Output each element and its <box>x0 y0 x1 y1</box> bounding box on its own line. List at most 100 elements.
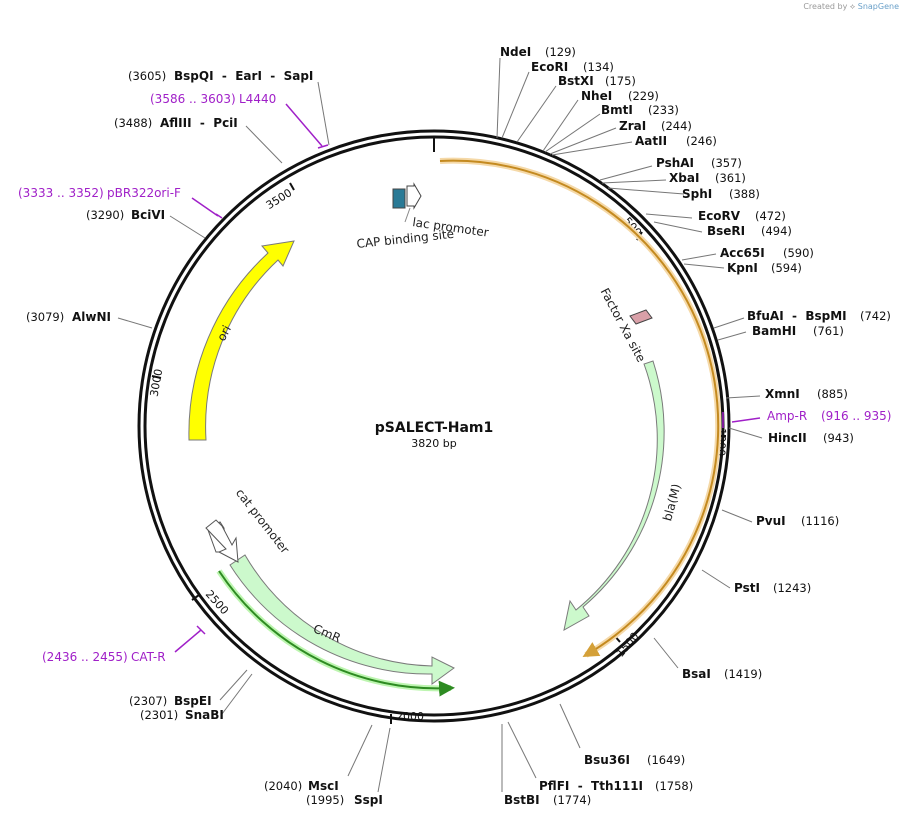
site-name: ZraI <box>619 119 646 133</box>
site-pos: (2307) <box>129 694 167 708</box>
feature-label-bla: bla(M) <box>660 482 683 522</box>
snapgene-logo-icon: ⟡ <box>849 2 856 11</box>
site-name: PflFI - Tth111I <box>539 779 643 793</box>
site-name: AflIII - PciI <box>160 116 238 130</box>
primer-name: Amp-R <box>767 409 807 423</box>
lac-leader <box>404 207 411 223</box>
site-name: BamHI <box>752 324 796 338</box>
site-name: BsaI <box>682 667 711 681</box>
site-name: PstI <box>734 581 760 595</box>
feature-ori-arrow <box>188 240 295 441</box>
site-pos: (361) <box>715 171 746 185</box>
feature-cmr-arrow <box>229 554 455 685</box>
site-pos: (590) <box>783 246 814 260</box>
site-name: PshAI <box>656 156 694 170</box>
site-name: BfuAI - BspMI <box>747 309 847 323</box>
site-name: XmnI <box>765 387 800 401</box>
backbone-outer <box>137 129 731 723</box>
site-name: PvuI <box>756 514 786 528</box>
feature-bla-arrow <box>563 360 665 631</box>
primer-marks <box>174 103 761 653</box>
primer-range: (3586 .. 3603) <box>150 92 236 106</box>
primer-labels: Amp-R (916 .. 935) (2436 .. 2455) CAT-R … <box>18 92 891 664</box>
cat-promoter-shape <box>205 519 239 563</box>
feature-label-cat-promoter: cat promoter <box>233 486 292 556</box>
site-pos: (943) <box>823 431 854 445</box>
site-pos: (3079) <box>26 310 64 324</box>
site-pos: (1758) <box>655 779 693 793</box>
site-pos: (1243) <box>773 581 811 595</box>
site-pos: (134) <box>583 60 614 74</box>
site-pos: (244) <box>661 119 692 133</box>
site-name: BstXI <box>558 74 594 88</box>
primer-name: CAT-R <box>131 650 166 664</box>
site-leaders <box>117 57 763 793</box>
feature-label-factor-xa: Factor Xa site <box>598 286 649 365</box>
site-name: AatII <box>635 134 667 148</box>
primer-name: L4440 <box>239 92 276 106</box>
site-pos: (1995) <box>306 793 344 807</box>
site-pos: (2301) <box>140 708 178 722</box>
site-name: EcoRI <box>531 60 568 74</box>
site-name: BspEI <box>174 694 212 708</box>
site-name: SnaBI <box>185 708 224 722</box>
tick-label: 2000 <box>396 710 424 723</box>
site-pos: (175) <box>605 74 636 88</box>
site-pos: (3488) <box>114 116 152 130</box>
site-name: SphI <box>682 187 712 201</box>
site-pos: (2040) <box>264 779 302 793</box>
site-name: BspQI - EarI - SapI <box>174 69 313 83</box>
site-pos: (246) <box>686 134 717 148</box>
credit-prefix: Created by <box>803 2 848 11</box>
feature-label-ori: ori <box>214 323 234 343</box>
site-pos: (3605) <box>128 69 166 83</box>
tick-label: 3000 <box>148 368 166 398</box>
feature-factor-xa-arrow <box>629 309 653 325</box>
site-name: NheI <box>581 89 612 103</box>
primer-range: (3333 .. 3352) <box>18 186 104 200</box>
orf-green-line <box>218 570 455 697</box>
primer-name: pBR322ori-F <box>107 186 181 200</box>
site-pos: (594) <box>771 261 802 275</box>
site-pos: (229) <box>628 89 659 103</box>
site-pos: (1419) <box>724 667 762 681</box>
site-labels-right: NdeI (129) EcoRI (134) BstXI (175) NheI … <box>500 45 891 807</box>
orf-orange-line <box>439 159 720 658</box>
site-name: Bsu36I <box>584 753 630 767</box>
site-pos: (1116) <box>801 514 839 528</box>
site-name: XbaI <box>669 171 699 185</box>
site-name: SspI <box>354 793 383 807</box>
site-labels-left: (1995) SspI (2040) MscI (2301) SnaBI (23… <box>26 69 383 807</box>
site-pos: (742) <box>860 309 891 323</box>
site-name: KpnI <box>727 261 758 275</box>
credit-brand: SnapGene <box>857 2 899 11</box>
site-pos: (129) <box>545 45 576 59</box>
site-pos: (761) <box>813 324 844 338</box>
plasmid-name: pSALECT-Ham1 <box>375 420 494 436</box>
snapgene-credit: Created by ⟡ SnapGene <box>803 2 899 12</box>
site-name: Acc65I <box>720 246 765 260</box>
site-name: EcoRV <box>698 209 741 223</box>
plasmid-length: 3820 bp <box>411 437 456 450</box>
site-pos: (3290) <box>86 208 124 222</box>
site-pos: (472) <box>755 209 786 223</box>
site-pos: (1774) <box>553 793 591 807</box>
site-name: NdeI <box>500 45 531 59</box>
site-pos: (357) <box>711 156 742 170</box>
site-name: AlwNI <box>72 310 111 324</box>
primer-range: (916 .. 935) <box>821 409 891 423</box>
primer-range: (2436 .. 2455) <box>42 650 128 664</box>
feature-label-cap-binding: CAP binding site <box>356 227 455 251</box>
site-pos: (1649) <box>647 753 685 767</box>
site-pos: (885) <box>817 387 848 401</box>
feature-cap-binding-box <box>392 188 406 209</box>
site-name: HincII <box>768 431 807 445</box>
site-name: BmtI <box>601 103 633 117</box>
feature-lac-promoter-arrow <box>406 182 422 210</box>
site-name: BciVI <box>131 208 165 222</box>
site-name: BseRI <box>707 224 745 238</box>
site-name: MscI <box>308 779 339 793</box>
site-pos: (233) <box>648 103 679 117</box>
site-pos: (388) <box>729 187 760 201</box>
